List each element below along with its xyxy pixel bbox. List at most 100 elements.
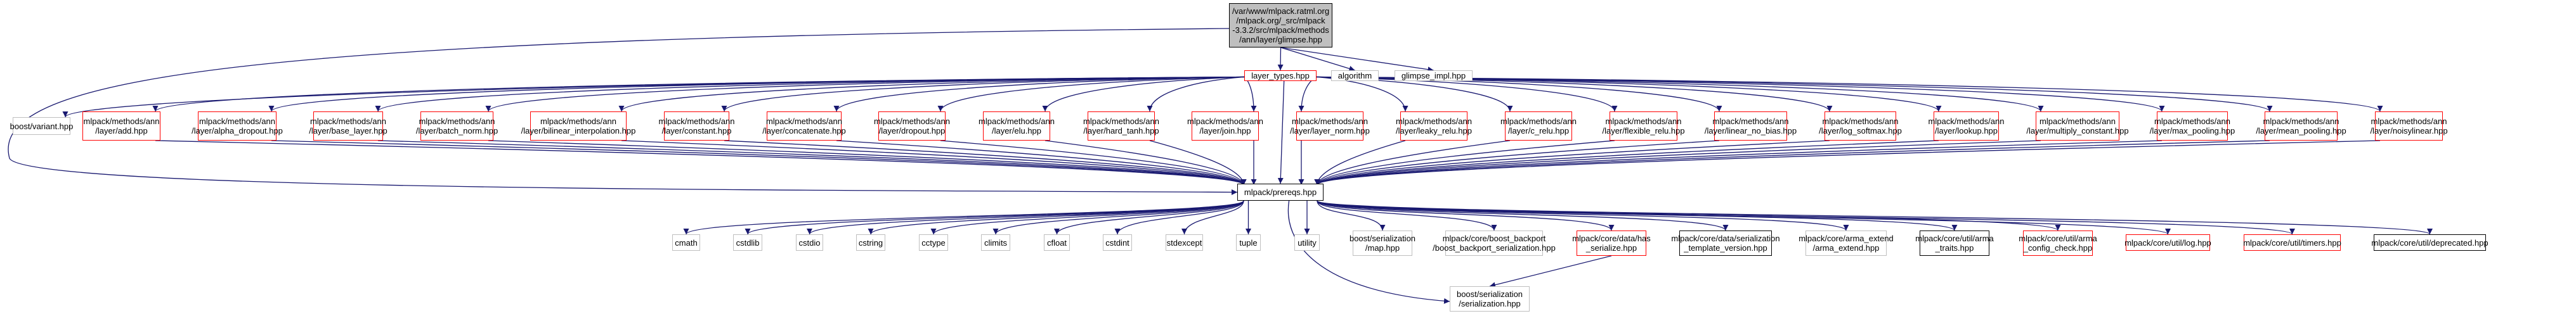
edge-c-relu-to-prereqs [1314,140,1511,186]
node-arma-config-check[interactable]: mlpack/core/util/arma_config_check.hpp [2019,231,2097,256]
edge-batch-norm-to-prereqs [488,140,1247,186]
node-log-softmax[interactable]: mlpack/methods/ann/layer/log_softmax.hpp [1819,111,1902,141]
edge-lookup-to-prereqs [1314,140,1939,186]
node-label-line: mlpack/methods/ann [766,117,842,126]
node-join[interactable]: mlpack/methods/ann/layer/join.hpp [1187,111,1263,141]
node-label-line: /layer/linear_no_bias.hpp [1704,126,1797,136]
node-bilinear-interpolation[interactable]: mlpack/methods/ann/layer/bilinear_interp… [521,111,635,141]
node-boost-map[interactable]: boost/serialization/map.hpp [1350,231,1415,256]
edge-has-serialize-to-boost-serialization [1489,255,1612,288]
node-elu[interactable]: mlpack/methods/ann/layer/elu.hpp [979,111,1055,141]
node-constant[interactable]: mlpack/methods/ann/layer/constant.hpp [659,111,734,141]
node-cstdint[interactable]: cstdint [1103,234,1132,251]
node-leaky-relu[interactable]: mlpack/methods/ann/layer/leaky_relu.hpp [1396,111,1472,141]
edge-root-to-algorithm [1280,47,1355,72]
node-batch-norm[interactable]: mlpack/methods/ann/layer/batch_norm.hpp [416,111,498,141]
edge-layer-types-to-constant [721,76,1245,112]
node-alpha-dropout[interactable]: mlpack/methods/ann/layer/alpha_dropout.h… [192,111,283,141]
node-hard-tanh[interactable]: mlpack/methods/ann/layer/hard_tanh.hpp [1083,111,1159,141]
edge-prereqs-to-arma-extend [1317,200,1849,231]
node-timers[interactable]: mlpack/core/util/timers.hpp [2243,234,2341,251]
edge-prereqs-to-serialization-template-version [1317,200,1729,231]
edge-add-to-prereqs [155,140,1247,186]
node-stdexcept[interactable]: stdexcept [1166,234,1203,251]
node-label-line: mlpack/methods/ann [658,117,735,126]
edge-layer-types-to-dropout [937,76,1245,112]
edge-layer-types-to-noisylinear [1316,76,2383,112]
node-cmath[interactable]: cmath [672,234,700,251]
node-cstdio[interactable]: cstdio [796,234,823,251]
node-arma-traits[interactable]: mlpack/core/util/arma_traits.hpp [1915,231,1994,256]
node-climits[interactable]: climits [981,234,1010,251]
node-linear-no-bias[interactable]: mlpack/methods/ann/layer/linear_no_bias.… [1705,111,1797,141]
node-tuple[interactable]: tuple [1236,234,1261,251]
node-cctype[interactable]: cctype [919,234,948,251]
node-label-line: _config_check.hpp [2023,243,2093,253]
edge-hard-tanh-to-prereqs [1149,140,1247,186]
edge-leaky-relu-to-prereqs [1314,140,1406,186]
node-label-line: mlpack/methods/ann [979,117,1055,126]
node-arma-extend[interactable]: mlpack/core/arma_extend/arma_extend.hpp [1799,231,1894,256]
node-boost-backport[interactable]: mlpack/core/boost_backport/boost_backpor… [1433,231,1556,256]
node-label-line: mlpack/methods/ann [2371,117,2447,126]
node-layer-types[interactable]: layer_types.hpp [1244,70,1317,81]
node-glimpse-impl[interactable]: glimpse_impl.hpp [1395,70,1473,81]
node-log[interactable]: mlpack/core/util/log.hpp [2124,234,2211,251]
node-cstdlib[interactable]: cstdlib [733,234,762,251]
node-flexible-relu[interactable]: mlpack/methods/ann/layer/flexible_relu.h… [1602,111,1685,141]
node-label-line: mlpack/methods/ann [1292,117,1368,126]
node-label-line: mlpack/methods/ann [540,117,616,126]
edge-noisylinear-to-prereqs [1314,140,2381,186]
node-label-line: /layer/dropout.hpp [878,126,946,136]
node-prereqs[interactable]: mlpack/prereqs.hpp [1237,184,1324,201]
node-label-line: /mlpack.org/_src/mlpack [1236,16,1325,25]
edge-prereqs-to-climits [992,200,1244,235]
node-boost-serialization[interactable]: boost/serialization/serialization.hpp [1450,286,1530,312]
node-label-line: algorithm [1337,71,1372,80]
node-label-line: climits [984,237,1008,248]
node-base-layer[interactable]: mlpack/methods/ann/layer/base_layer.hpp [309,111,387,141]
node-algorithm[interactable]: algorithm [1331,70,1379,81]
edge-layer-types-to-mean-pooling [1316,76,2273,112]
edge-multiply-constant-to-prereqs [1314,140,2041,186]
node-label-line: mlpack/methods/ann [2039,117,2116,126]
node-label-line: mlpack/core/data/serialization [1671,234,1780,243]
node-cstring[interactable]: cstring [856,234,885,251]
edge-root-to-layer-types [1277,47,1284,71]
node-label-line: /layer/concatenate.hpp [762,126,846,136]
node-utility[interactable]: utility [1294,234,1320,251]
node-label-line: mlpack/methods/ann [1396,117,1472,126]
edge-max-pooling-to-prereqs [1314,140,2163,186]
node-mean-pooling[interactable]: mlpack/methods/ann/layer/mean_pooling.hp… [2256,111,2346,141]
node-label-line: mlpack/prereqs.hpp [1244,187,1317,197]
node-serialization-template-version[interactable]: mlpack/core/data/serialization_template_… [1671,231,1780,256]
node-lookup[interactable]: mlpack/methods/ann/layer/lookup.hpp [1929,111,2004,141]
node-dropout[interactable]: mlpack/methods/ann/layer/dropout.hpp [874,111,950,141]
node-label-line: /layer/max_pooling.hpp [2149,126,2235,136]
node-noisylinear[interactable]: mlpack/methods/ann/layer/noisylinear.hpp [2370,111,2448,141]
node-has-serialize[interactable]: mlpack/core/data/has_serialize.hpp [1572,231,1651,256]
node-label-line: cstring [858,237,883,248]
edge-prereqs-to-stdexcept [1181,200,1244,235]
node-max-pooling[interactable]: mlpack/methods/ann/layer/max_pooling.hpp [2150,111,2235,141]
node-concatenate[interactable]: mlpack/methods/ann/layer/concatenate.hpp [762,111,846,141]
node-label-line: mlpack/methods/ann [83,117,160,126]
edge-layer-types-to-multiply-constant [1316,76,2044,112]
edge-prereqs-to-timers [1317,200,2295,235]
edge-layer-types-to-bilinear-interpolation [618,76,1245,112]
node-label-line: cfloat [1046,237,1067,248]
node-label-line: mlpack/methods/ann [1928,117,2005,126]
node-add[interactable]: mlpack/methods/ann/layer/add.hpp [82,111,160,141]
node-label-line: mlpack/methods/ann [1187,117,1263,126]
node-cfloat[interactable]: cfloat [1044,234,1070,251]
node-deprecated[interactable]: mlpack/core/util/deprecated.hpp [2371,234,2488,251]
edge-prereqs-to-log [1317,200,2171,235]
node-label-line: _template_version.hpp [1684,243,1767,253]
edge-log-softmax-to-prereqs [1314,140,1830,186]
node-multiply-constant[interactable]: mlpack/methods/ann/layer/multiply_consta… [2026,111,2129,141]
node-label-line: _serialize.hpp [1585,243,1637,253]
node-boost-variant[interactable]: boost/variant.hpp [10,117,73,135]
node-layer-norm[interactable]: mlpack/methods/ann/layer/layer_norm.hpp [1290,111,1370,141]
node-c-relu[interactable]: mlpack/methods/ann/layer/c_relu.hpp [1500,111,1577,141]
edge-prereqs-to-boost-serialization [1287,200,1450,304]
